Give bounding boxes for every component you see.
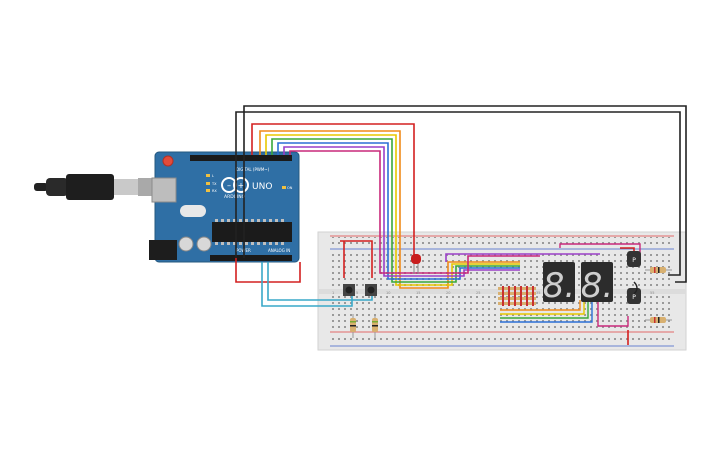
seven-segment-display-icon: 8. (581, 262, 613, 306)
col-number: 15 (416, 291, 420, 295)
led-label-on: ON (287, 186, 293, 190)
col-number: 10 (386, 291, 390, 295)
arduino-uno-board: – + UNO ARDUINO DIGITAL (PWM~) POWER ANA… (149, 151, 300, 263)
seven-segment-display-icon: 8. (543, 262, 575, 306)
seven-segment-digit: 8. (543, 266, 575, 306)
svg-text:+: + (238, 181, 245, 190)
resistor-bank (498, 286, 536, 306)
resistor-icon (645, 317, 672, 323)
arduino-model-label: UNO (252, 182, 272, 192)
led-label-rx: RX (212, 189, 217, 193)
wire-black (633, 281, 638, 295)
led-label-tx: TX (211, 182, 217, 186)
resistor-icon (350, 314, 356, 338)
col-number: 5 (356, 291, 358, 295)
seven-segment-digit: 8. (581, 266, 613, 306)
wire-cyan (261, 262, 373, 307)
board-leds: L TX RX ON (206, 174, 293, 193)
analog-header-label: ANALOG IN (268, 248, 290, 253)
transistor-label: P (632, 294, 636, 301)
resistor-icon (645, 267, 672, 273)
digital-header-label: DIGITAL (PWM~) (236, 167, 270, 172)
col-number: 25 (476, 291, 480, 295)
reset-button-icon[interactable] (162, 155, 174, 167)
led-icon (411, 254, 421, 274)
led-label-l: L (212, 174, 214, 178)
transistor-icon: P (627, 251, 641, 267)
pushbutton-icon[interactable] (365, 284, 377, 296)
wire-black (235, 105, 687, 283)
transistor-label: P (632, 257, 636, 264)
col-number: 20 (446, 291, 450, 295)
pushbutton-icon[interactable] (343, 284, 355, 296)
resistor-icon (372, 314, 378, 338)
signal-wires (259, 130, 600, 289)
transistor-icon: P (627, 288, 641, 304)
usb-cable-icon (34, 174, 156, 200)
arduino-brand-label: ARDUINO (224, 194, 246, 200)
col-number: 55 (650, 291, 654, 295)
svg-text:–: – (227, 181, 231, 190)
col-number: 35 (536, 291, 540, 295)
col-number: 1 (332, 291, 334, 295)
